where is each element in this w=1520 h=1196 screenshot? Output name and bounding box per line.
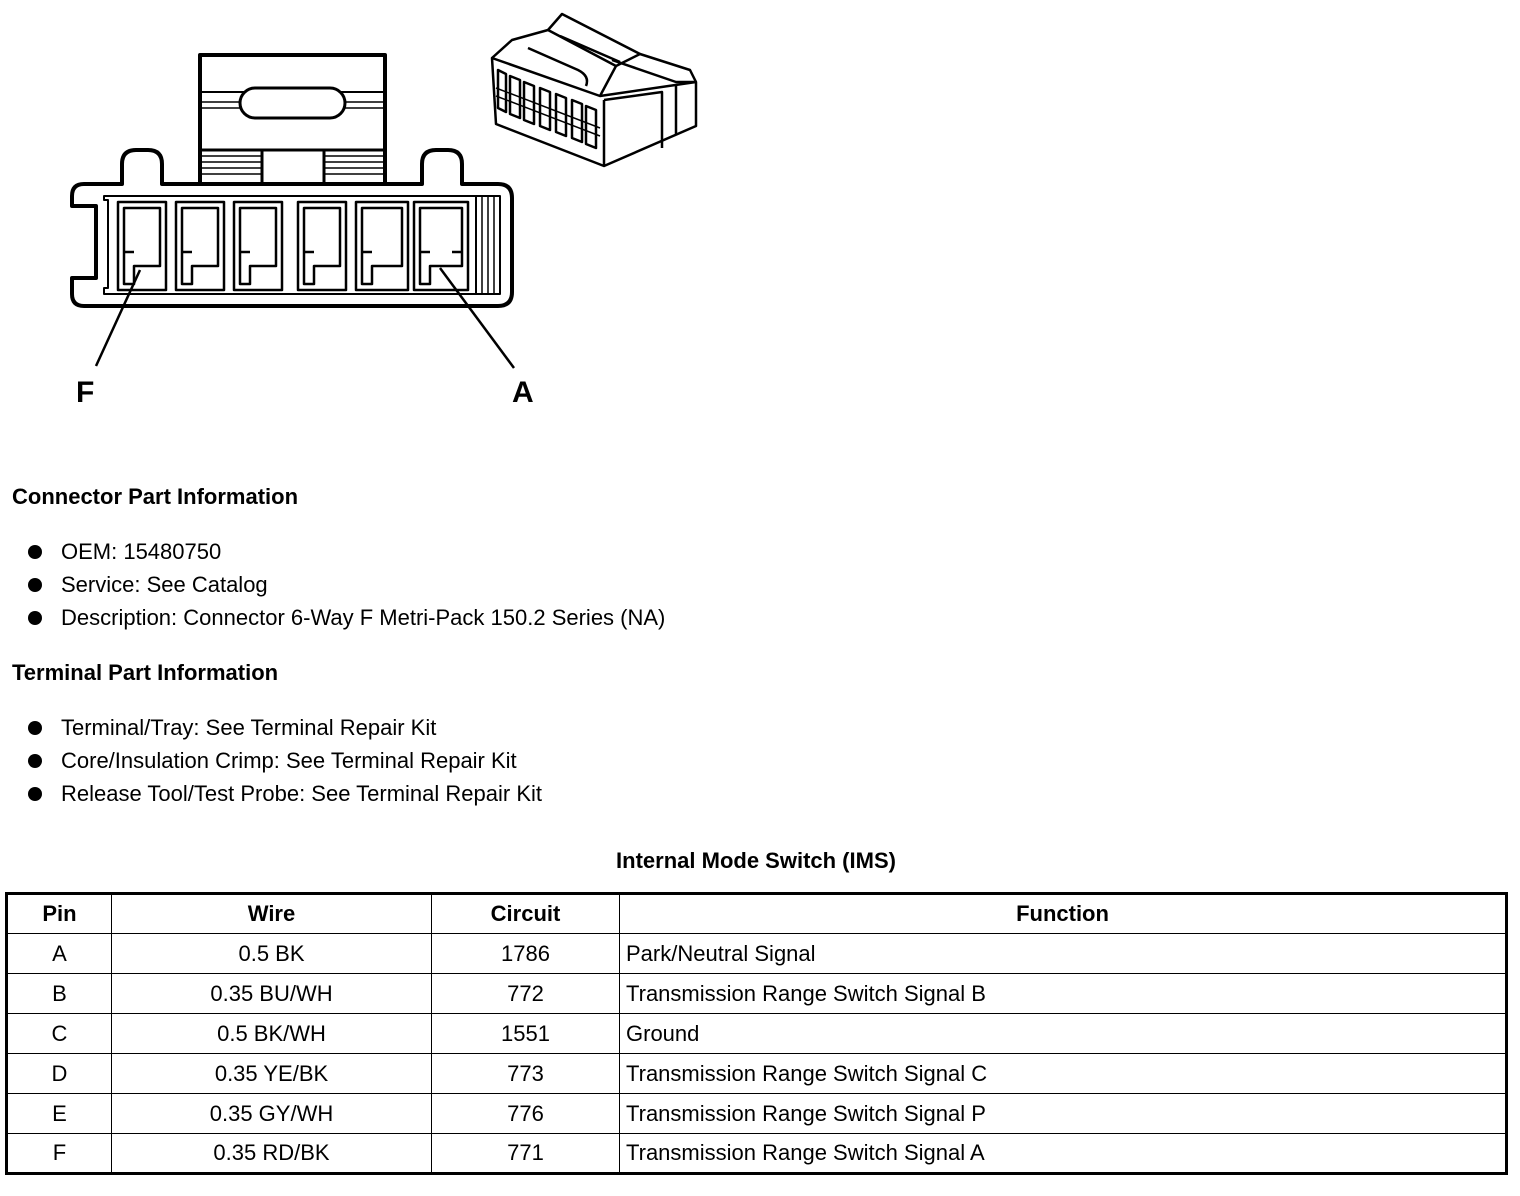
connector-diagram: F A [70, 12, 698, 409]
table-row: B 0.35 BU/WH 772 Transmission Range Swit… [6, 973, 1507, 1014]
bullet-icon [28, 786, 42, 801]
locking-tab [198, 53, 387, 187]
list-item: Terminal/Tray: See Terminal Repair Kit [28, 711, 542, 744]
cell-function: Transmission Range Switch Signal P [619, 1093, 1507, 1134]
bullet-icon [28, 577, 42, 592]
cell-function: Park/Neutral Signal [619, 933, 1507, 974]
bullet-icon [28, 544, 42, 559]
list-item: Description: Connector 6-Way F Metri-Pac… [28, 601, 665, 634]
cell-wire: 0.5 BK [111, 933, 432, 974]
list-item: Service: See Catalog [28, 568, 665, 601]
cell-function: Transmission Range Switch Signal A [619, 1133, 1507, 1174]
table-header-row: Pin Wire Circuit Function [6, 893, 1507, 934]
header-wire: Wire [111, 893, 432, 934]
cell-function: Ground [619, 1013, 1507, 1054]
list-item: OEM: 15480750 [28, 535, 665, 568]
cell-function: Transmission Range Switch Signal C [619, 1053, 1507, 1094]
pin-label-f: F [76, 376, 94, 409]
cell-wire: 0.35 GY/WH [111, 1093, 432, 1134]
header-pin: Pin [6, 893, 112, 934]
cell-circuit: 776 [431, 1093, 620, 1134]
cell-function: Transmission Range Switch Signal B [619, 973, 1507, 1014]
cell-pin: B [6, 973, 112, 1014]
cavity-c [296, 200, 348, 292]
table-row: A 0.5 BK 1786 Park/Neutral Signal [6, 933, 1507, 974]
cell-pin: E [6, 1093, 112, 1134]
terminal-part-info-list: Terminal/Tray: See Terminal Repair Kit C… [28, 711, 542, 810]
cell-wire: 0.5 BK/WH [111, 1013, 432, 1054]
bullet-icon [28, 610, 42, 625]
leader-line-f [94, 269, 142, 367]
table-title: Internal Mode Switch (IMS) [616, 848, 896, 873]
header-function: Function [619, 893, 1507, 934]
cell-pin: F [6, 1133, 112, 1174]
table-row: C 0.5 BK/WH 1551 Ground [6, 1013, 1507, 1054]
cell-circuit: 1786 [431, 933, 620, 974]
bullet-icon [28, 753, 42, 768]
cell-circuit: 772 [431, 973, 620, 1014]
connector-part-info-list: OEM: 15480750 Service: See Catalog Descr… [28, 535, 665, 634]
connector-part-info-heading: Connector Part Information [12, 484, 299, 509]
table-row: E 0.35 GY/WH 776 Transmission Range Swit… [6, 1093, 1507, 1134]
cell-circuit: 773 [431, 1053, 620, 1094]
pin-label-a: A [512, 376, 534, 409]
cell-pin: A [6, 933, 112, 974]
cell-wire: 0.35 YE/BK [111, 1053, 432, 1094]
list-item: Core/Insulation Crimp: See Terminal Repa… [28, 744, 542, 777]
table-row: F 0.35 RD/BK 771 Transmission Range Swit… [6, 1133, 1507, 1174]
cell-circuit: 771 [431, 1133, 620, 1174]
table-row: D 0.35 YE/BK 773 Transmission Range Swit… [6, 1053, 1507, 1094]
terminal-part-info-heading: Terminal Part Information [12, 660, 279, 685]
cell-pin: C [6, 1013, 112, 1054]
header-circuit: Circuit [431, 893, 620, 934]
bullet-icon [28, 720, 42, 735]
cell-circuit: 1551 [431, 1013, 620, 1054]
cavity-b [354, 200, 410, 292]
connector-isometric-view [490, 12, 698, 168]
cell-pin: D [6, 1053, 112, 1094]
cell-wire: 0.35 RD/BK [111, 1133, 432, 1174]
leader-line-a [438, 267, 516, 369]
list-item: Release Tool/Test Probe: See Terminal Re… [28, 777, 542, 810]
cavity-f [116, 200, 168, 292]
pinout-table: Pin Wire Circuit Function A 0.5 BK 1786 … [5, 892, 1508, 1175]
cavity-e [174, 200, 226, 292]
cell-wire: 0.35 BU/WH [111, 973, 432, 1014]
cavity-a [412, 200, 470, 292]
terminal-cavities [116, 200, 470, 292]
cavity-d [232, 200, 284, 292]
